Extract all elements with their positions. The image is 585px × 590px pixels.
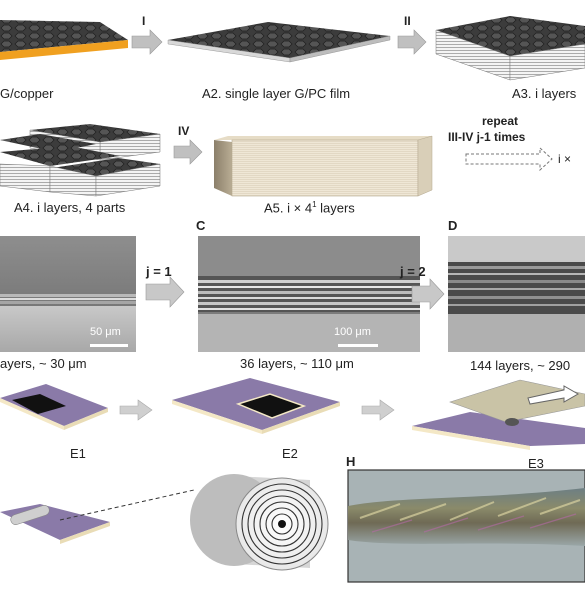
e3-peeling	[412, 379, 585, 450]
g-roll	[190, 474, 329, 571]
arrow-e2-e3	[361, 399, 395, 421]
a5-label: A5. i × 41 layers	[264, 200, 355, 215]
j1-label: j = 1	[146, 264, 172, 279]
d-caption: 144 layers, ~ 290	[470, 358, 571, 373]
panel-letter-d: D	[448, 218, 458, 233]
sem-image-d	[448, 236, 585, 352]
b-caption: ayers, ~ 30 μm	[0, 356, 87, 371]
e1-substrate	[0, 384, 108, 430]
a2-single-layer-film	[167, 22, 391, 63]
sem-image-c	[198, 236, 420, 352]
arrow-j1	[145, 276, 185, 308]
j2-label: j = 2	[400, 264, 426, 279]
repeat-label-2: III-IV j-1 times	[448, 130, 526, 144]
scale-text-c: 100 μm	[334, 326, 371, 338]
scale-bar-c	[338, 344, 378, 347]
scale-text-b: 50 μm	[90, 326, 121, 338]
a4-label: A4. i layers, 4 parts	[14, 200, 126, 215]
a3-stacked-layers	[435, 16, 585, 81]
step-IV-label: IV	[178, 124, 190, 138]
a1-label: G/copper	[0, 86, 54, 101]
arrow-step-IV	[173, 139, 203, 165]
a5-label-sup: 1	[312, 200, 317, 209]
f-rolling	[0, 489, 195, 544]
step-II-label: II	[404, 14, 411, 28]
e3-label: E3	[528, 456, 544, 471]
panel-letter-c: C	[196, 218, 206, 233]
repeat-arrow	[465, 146, 553, 172]
e1-label: E1	[70, 446, 86, 461]
arrow-step-II	[397, 29, 427, 55]
arrow-j2	[411, 278, 445, 310]
a1-graphene-copper	[0, 20, 128, 60]
c-caption: 36 layers, ~ 110 μm	[240, 356, 354, 371]
a3-label: A3. i layers	[512, 86, 577, 101]
a5-label-main: A5. i × 4	[264, 200, 313, 216]
repeat-label-1: repeat	[482, 114, 519, 128]
e2-substrate	[172, 378, 340, 434]
e2-label: E2	[282, 446, 298, 461]
panel-letter-h: H	[346, 454, 356, 469]
arrow-step-I	[131, 29, 163, 55]
arrow-e1-e2	[119, 399, 153, 421]
h-micrograph	[347, 469, 585, 583]
repeat-result-label: i ×	[558, 152, 572, 166]
a4-four-parts	[0, 124, 161, 197]
a2-label: A2. single layer G/PC film	[202, 86, 351, 101]
a5-label-suffix: layers	[316, 200, 355, 216]
step-I-label: I	[142, 14, 146, 28]
a5-stacked-block	[214, 135, 433, 197]
scale-bar-b	[90, 344, 128, 347]
